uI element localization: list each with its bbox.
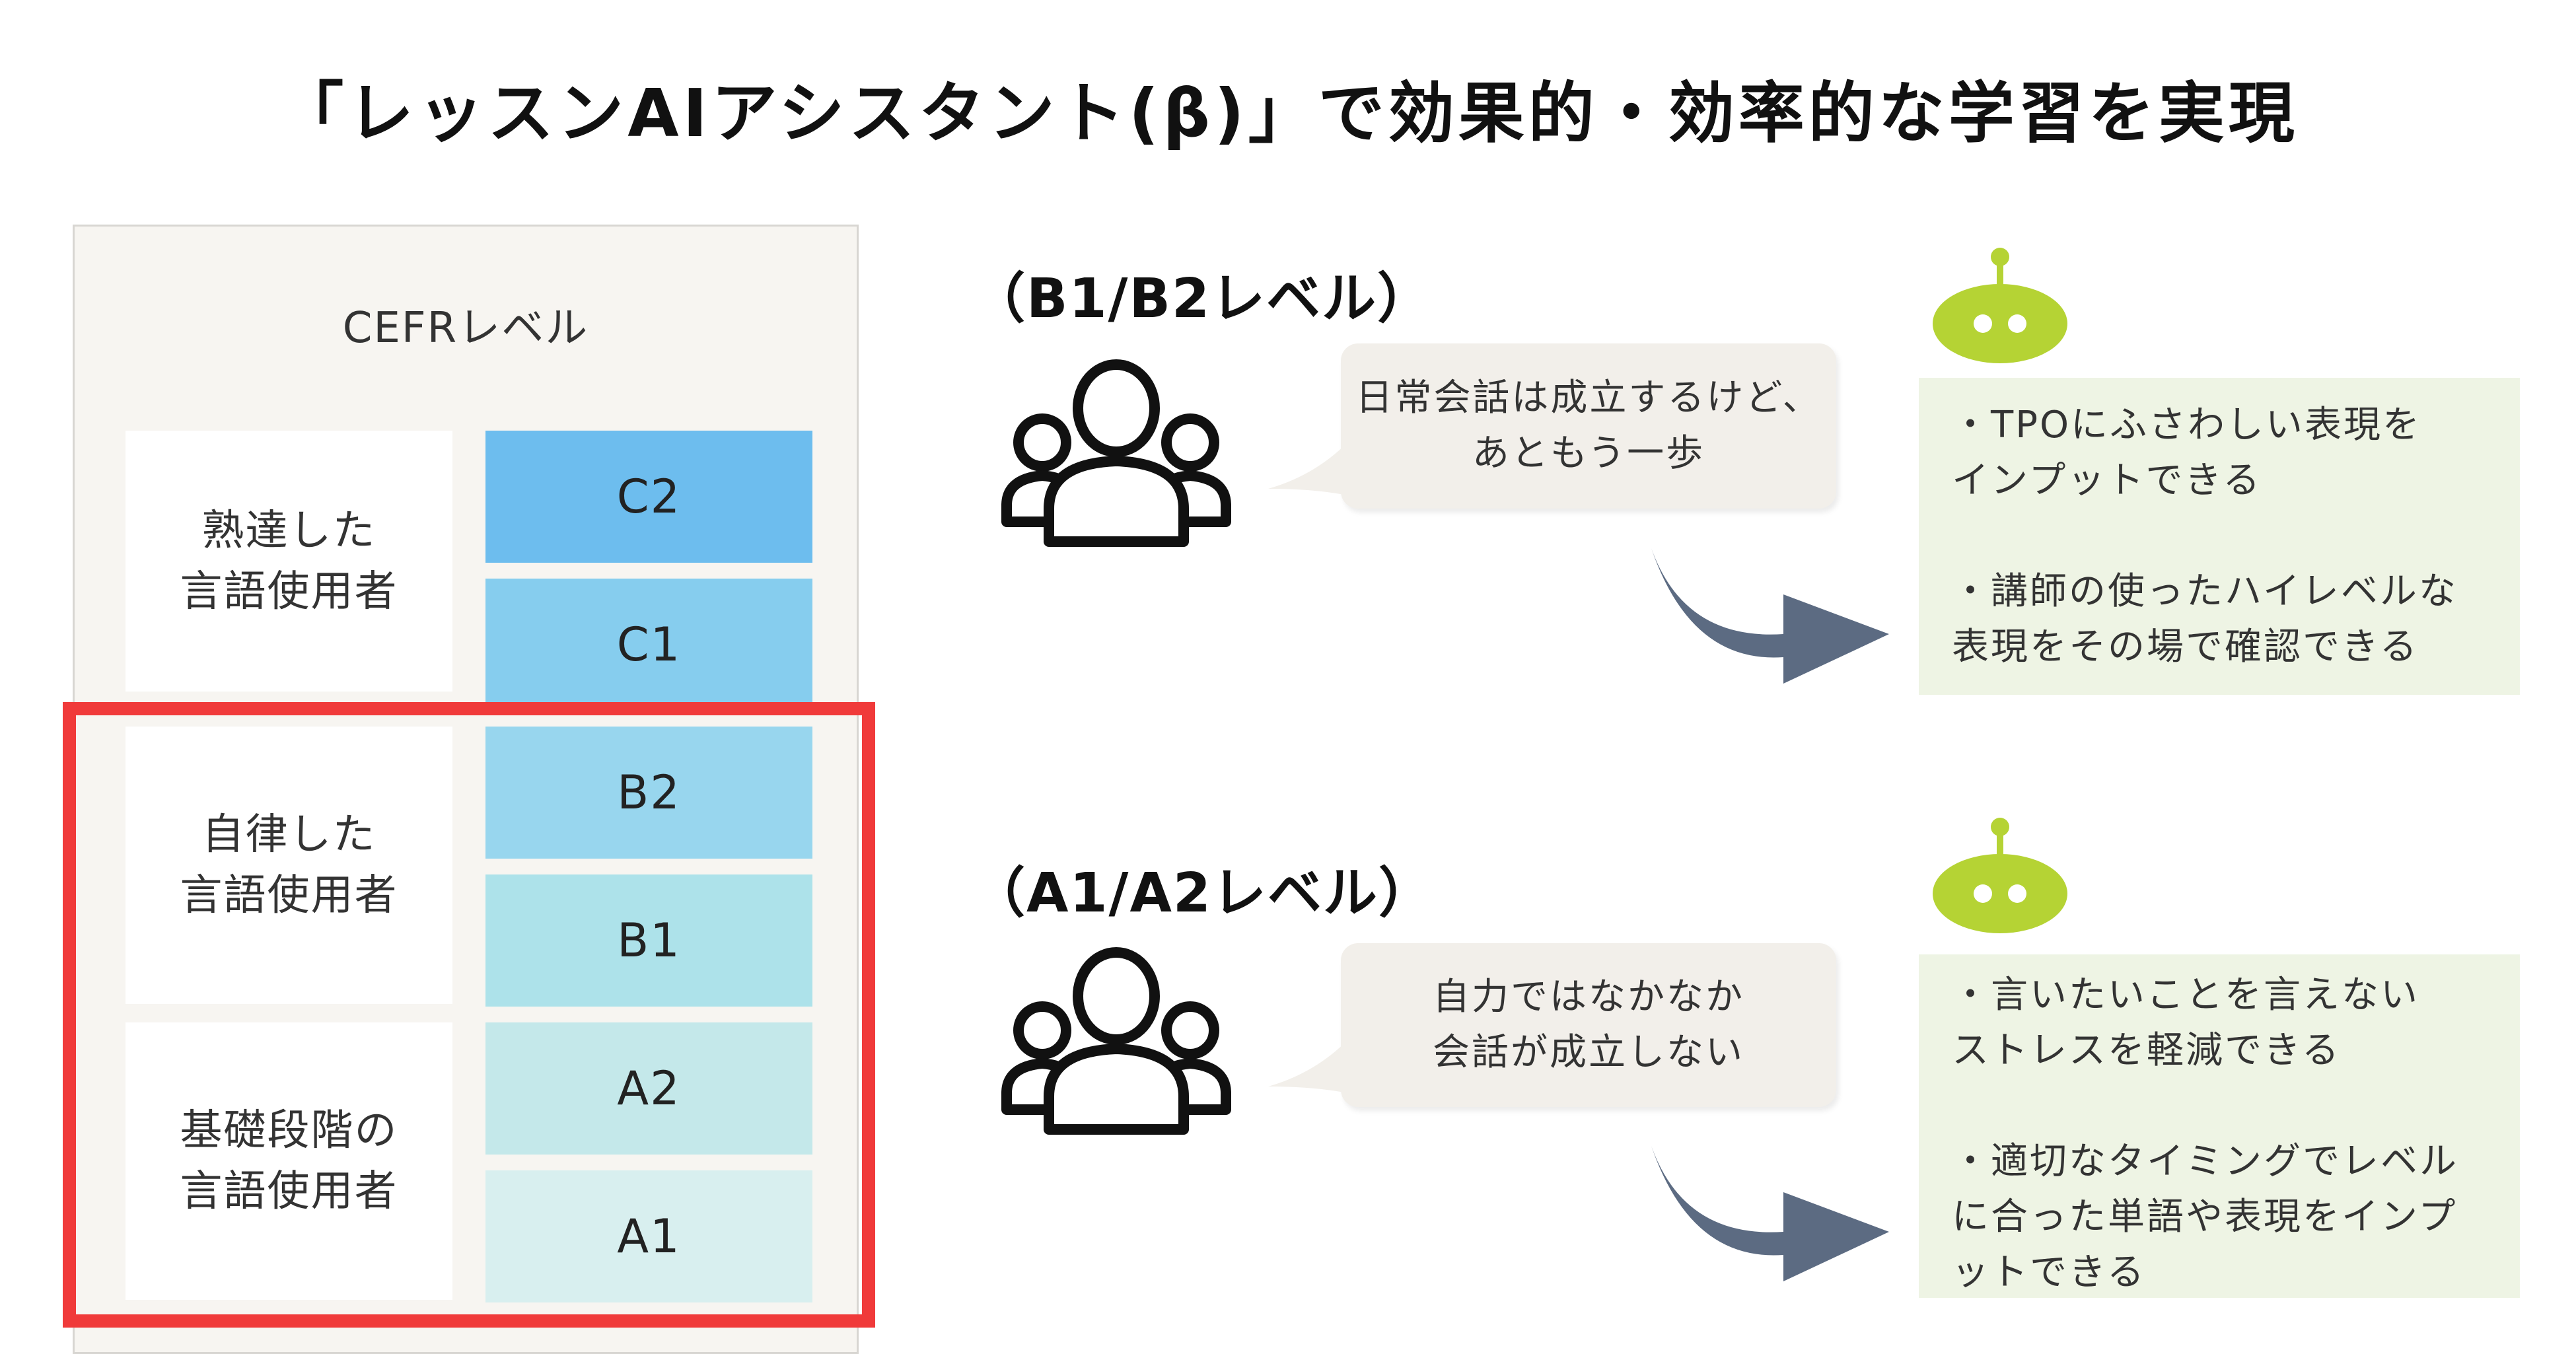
people-group-icon xyxy=(997,944,1235,1136)
group-independent: 自律した 言語使用者 xyxy=(125,727,452,1004)
highlight-frame xyxy=(63,702,875,1328)
group-proficient: 熟達した 言語使用者 xyxy=(125,431,452,692)
bubble-tail-icon xyxy=(1268,1040,1347,1093)
level-c1: C1 xyxy=(485,579,812,711)
benefit-item: ・適切なタイミングでレベル に合った単語や表現をインプ ットできる xyxy=(1952,1140,2458,1294)
curved-arrow-icon xyxy=(1651,548,1889,684)
level-b2: B2 xyxy=(485,727,812,859)
benefit-item: ・言いたいことを言えない ストレスを軽減できる xyxy=(1952,974,2419,1072)
robot-icon xyxy=(1933,818,2067,933)
page-title: 「レッスンAIアシスタント(β)」で効果的・効率的な学習を実現 xyxy=(277,75,2299,152)
curved-arrow-icon xyxy=(1651,1146,1889,1281)
benefit-item: ・講師の使ったハイレベルな 表現をその場で確認できる xyxy=(1952,570,2458,668)
level-c2: C2 xyxy=(485,431,812,563)
level-a2: A2 xyxy=(485,1022,812,1155)
benefits-box-a1a2: ・言いたいことを言えない ストレスを軽減できる ・適切なタイミングでレベル に合… xyxy=(1919,954,2520,1298)
speech-bubble-a1a2: 自力ではなかなか 会話が成立しない xyxy=(1341,943,1836,1107)
benefit-item: ・TPOにふさわしい表現を インプットできる xyxy=(1952,404,2422,502)
speech-bubble-b1b2: 日常会話は成立するけど、 あともう一歩 xyxy=(1341,343,1836,509)
robot-icon xyxy=(1933,248,2067,363)
level-b1: B1 xyxy=(485,874,812,1007)
people-group-icon xyxy=(997,357,1235,548)
group-basic: 基礎段階の 言語使用者 xyxy=(125,1022,452,1300)
bubble-tail-icon xyxy=(1268,443,1347,495)
benefits-box-b1b2: ・TPOにふさわしい表現を インプットできる ・講師の使ったハイレベルな 表現を… xyxy=(1919,378,2520,695)
section-title-b1b2: （B1/B2レベル） xyxy=(971,267,1433,330)
section-title-a1a2: （A1/A2レベル） xyxy=(971,862,1434,925)
cefr-title: CEFRレベル xyxy=(342,304,589,353)
level-a1: A1 xyxy=(485,1170,812,1302)
